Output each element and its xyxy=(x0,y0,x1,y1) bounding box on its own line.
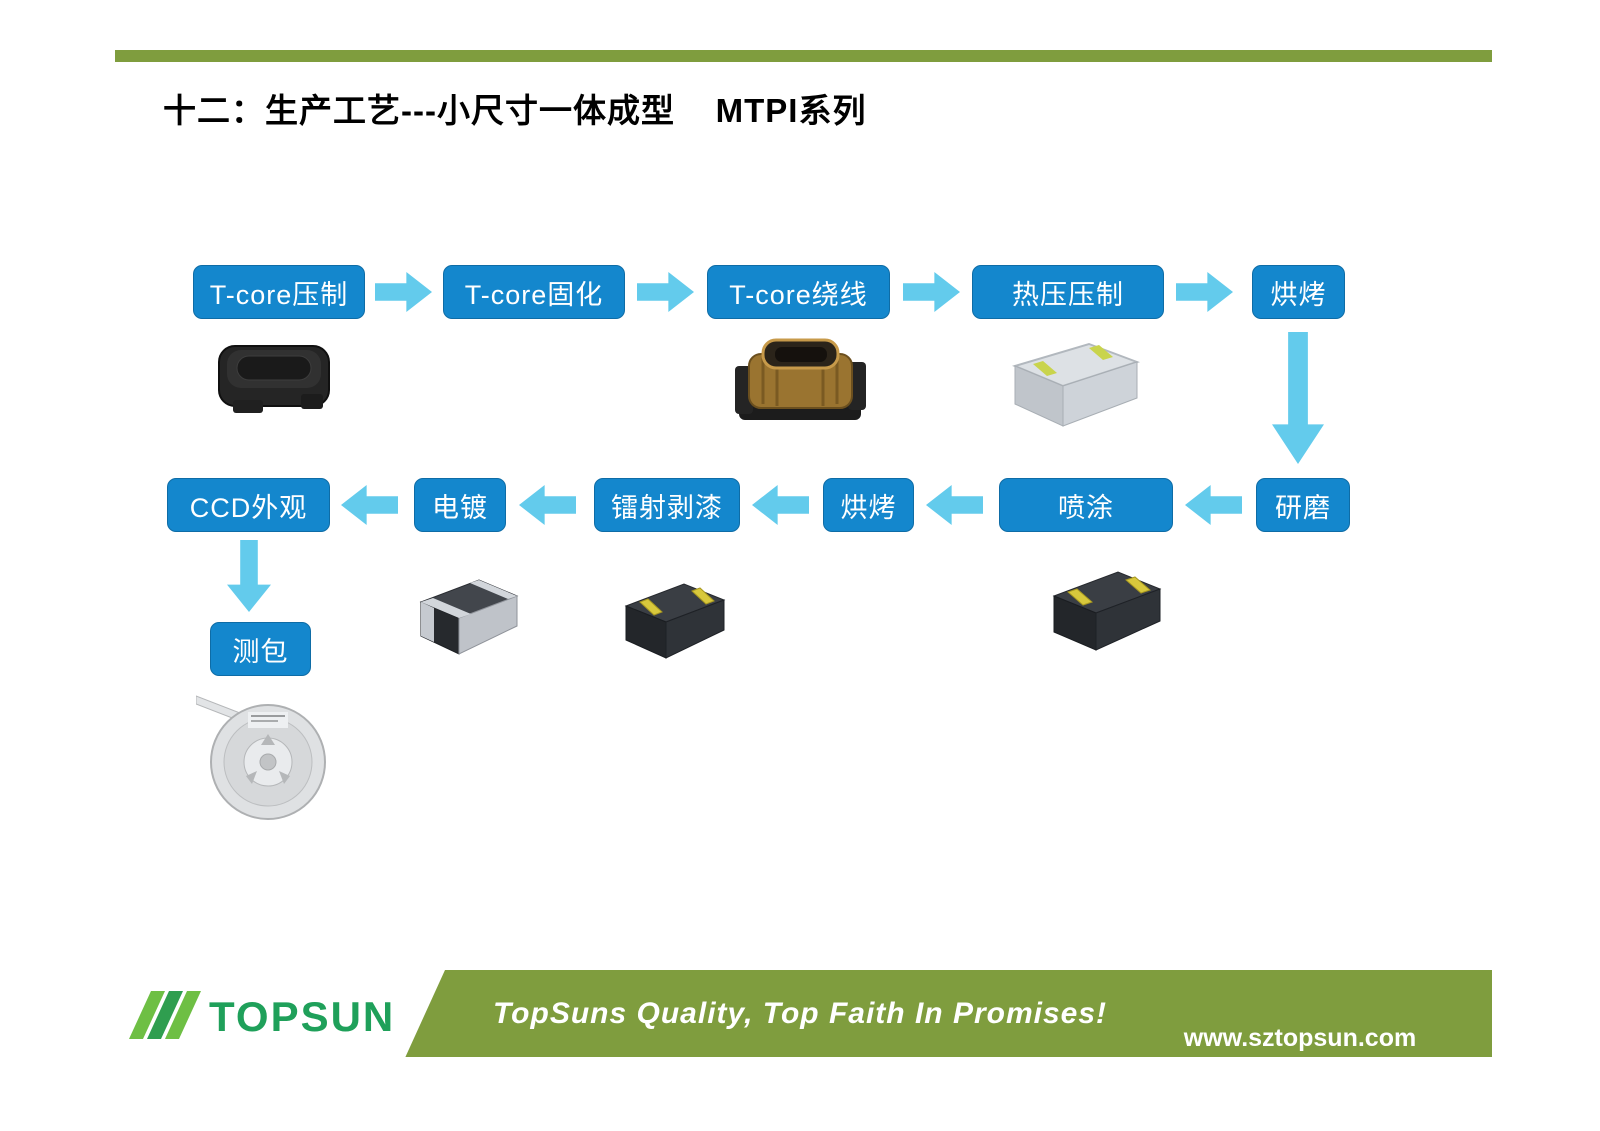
arrow-left-icon xyxy=(1185,485,1242,525)
molded-body-image xyxy=(997,336,1142,438)
footer-slogan: TopSuns Quality, Top Faith In Promises! xyxy=(492,997,1108,1030)
plated-chip-image xyxy=(405,568,527,665)
page-title: 十二：生产工艺---小尺寸一体成型 MTPI系列 xyxy=(163,92,867,129)
arrow-right-icon xyxy=(1176,272,1233,312)
step-ccd-inspection: CCD外观 xyxy=(167,478,330,532)
wound-core-image xyxy=(733,328,868,435)
packing-reel-image xyxy=(195,682,338,825)
step-hot-press: 热压压制 xyxy=(972,265,1164,319)
arrow-left-icon xyxy=(341,485,398,525)
step-plating: 电镀 xyxy=(414,478,506,532)
step-tcore-cure: T-core固化 xyxy=(443,265,625,319)
arrow-left-icon xyxy=(519,485,576,525)
step-bake-2: 烘烤 xyxy=(823,478,914,532)
topsun-logo: TOPSUN xyxy=(129,990,395,1040)
arrow-right-icon xyxy=(903,272,960,312)
arrow-right-icon xyxy=(375,272,432,312)
step-test-packing: 测包 xyxy=(210,622,311,676)
arrow-down-icon xyxy=(227,540,271,612)
step-spray-coating: 喷涂 xyxy=(999,478,1173,532)
logo-text: TOPSUN xyxy=(209,993,395,1040)
top-accent-bar xyxy=(115,50,1492,62)
step-bake-1: 烘烤 xyxy=(1252,265,1345,319)
arrow-down-icon xyxy=(1272,332,1324,464)
step-tcore-press: T-core压制 xyxy=(193,265,365,319)
step-tcore-winding: T-core绕线 xyxy=(707,265,890,319)
arrow-right-icon xyxy=(637,272,694,312)
logo-panel: TOPSUN xyxy=(115,970,445,1057)
tcore-molded-image xyxy=(213,332,335,427)
arrow-left-icon xyxy=(926,485,983,525)
step-grinding: 研磨 xyxy=(1256,478,1350,532)
coated-chip-image xyxy=(1038,560,1170,660)
step-laser-stripping: 镭射剥漆 xyxy=(594,478,740,532)
footer-website: www.sztopsun.com xyxy=(1183,1024,1417,1052)
laser-stripped-chip-image xyxy=(610,572,735,667)
footer-bar: TOPSUN xyxy=(115,970,1492,1057)
arrow-left-icon xyxy=(752,485,809,525)
